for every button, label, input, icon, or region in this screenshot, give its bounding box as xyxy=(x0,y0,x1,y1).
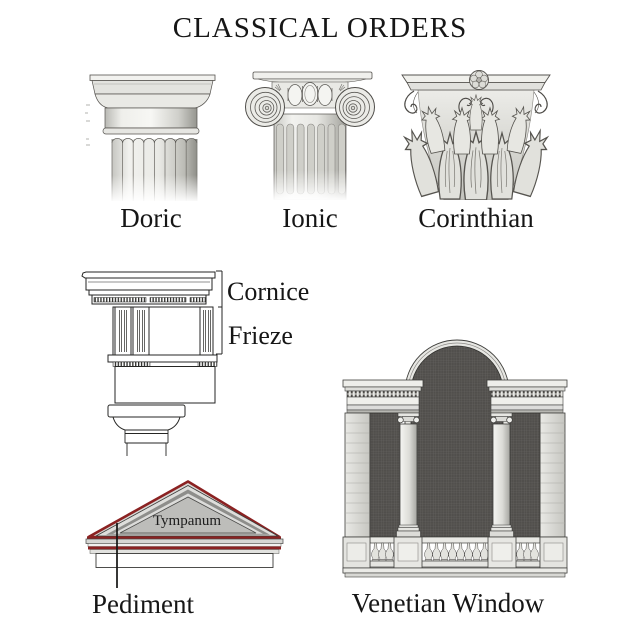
doric-echinus xyxy=(94,93,211,109)
central-arched-window xyxy=(404,339,510,538)
corinthian-central-helices xyxy=(458,97,494,113)
column-left xyxy=(396,412,421,538)
pediment-triangle xyxy=(87,480,281,539)
doric-astragal xyxy=(102,127,200,135)
column-capital-drawing xyxy=(107,404,186,456)
cornice-drawing xyxy=(81,271,216,305)
corinthian-fleuron-rosette xyxy=(469,70,489,90)
doric-abacus xyxy=(89,74,216,95)
ionic-volute-left xyxy=(245,87,285,127)
ionic-abacus xyxy=(252,71,373,80)
pediment-label: Pediment xyxy=(92,589,194,619)
pediment-diagram xyxy=(84,477,286,623)
frieze-drawing xyxy=(112,306,214,356)
corinthian-corner-volutes xyxy=(404,90,548,114)
pedestals xyxy=(342,536,568,569)
outer-pier-left xyxy=(344,412,371,538)
corinthian-capital-illustration xyxy=(400,70,552,200)
corinthian-capital-figure xyxy=(400,70,552,200)
frieze-label: Frieze xyxy=(228,321,293,350)
outer-pier-right xyxy=(539,412,566,538)
venetian-window-illustration xyxy=(342,339,568,578)
architrave-drawing xyxy=(107,354,218,404)
side-window-right xyxy=(509,412,541,538)
side-window-left xyxy=(369,412,401,538)
base-course xyxy=(342,567,568,578)
side-entablature-left xyxy=(342,379,424,414)
ionic-capital-figure xyxy=(240,68,380,200)
doric-capital-figure xyxy=(84,67,218,201)
entablature-drawing xyxy=(81,270,223,456)
measure-marks xyxy=(85,104,90,146)
ionic-capital-illustration xyxy=(245,71,375,200)
page-title: CLASSICAL ORDERS xyxy=(172,12,468,44)
ionic-echinus-egg-and-dart xyxy=(271,81,349,109)
column-right xyxy=(489,412,514,538)
venetian-window-figure xyxy=(342,334,568,578)
cornice-label: Cornice xyxy=(227,277,310,306)
ionic-volute-right xyxy=(335,87,375,127)
ionic-shaft xyxy=(272,113,348,200)
tympanum-panel xyxy=(119,496,257,534)
side-entablature-right xyxy=(486,379,568,414)
bracket xyxy=(216,270,223,355)
corinthian-label: Corinthian xyxy=(418,203,534,233)
doric-capital-illustration xyxy=(85,74,216,201)
ionic-label: Ionic xyxy=(282,203,338,233)
pediment-entablature xyxy=(85,536,284,568)
doric-label: Doric xyxy=(120,203,182,233)
pediment-drawing xyxy=(85,480,284,588)
doric-neck-drum xyxy=(104,107,198,129)
tympanum-label: Tympanum xyxy=(152,513,222,529)
doric-shaft xyxy=(110,138,200,201)
venetian-window-label: Venetian Window xyxy=(351,588,545,618)
entablature-diagram xyxy=(80,266,230,456)
